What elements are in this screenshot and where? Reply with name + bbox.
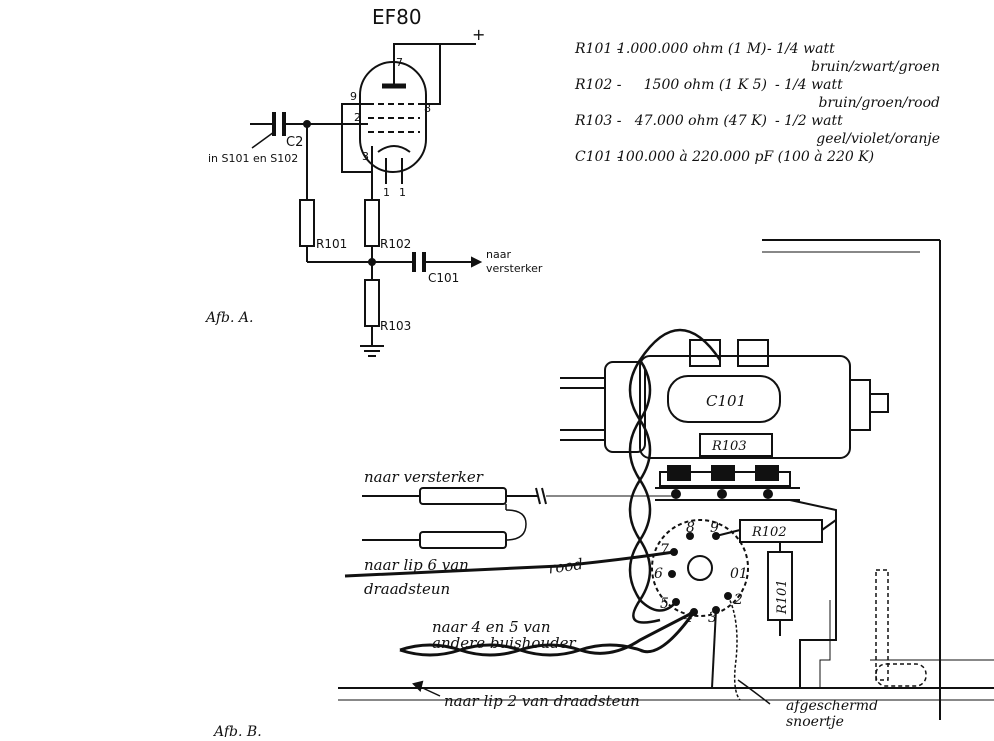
parts-colors-r103: geel/violet/oranje: [575, 130, 940, 148]
parts-colors-r102: bruin/groen/rood: [575, 94, 941, 112]
part-colors: bruin/zwart/groen: [810, 59, 940, 75]
plus-label: +: [472, 25, 485, 44]
pin-8: 8: [424, 102, 431, 115]
afgeschermd-label: afgeschermd: [786, 698, 878, 714]
part-ref: R101 -: [575, 41, 622, 57]
parts-row-c101: C101 - 100.000 à 220.000 pF (100 à 220 K…: [575, 148, 940, 166]
socket-pin-8: 8: [686, 520, 695, 536]
c2-label: C2: [286, 135, 303, 150]
c101-label: C101: [428, 271, 459, 285]
r101-label: R101: [316, 237, 347, 251]
caption-a: Afb. A.: [204, 310, 253, 326]
pin-2: 2: [354, 111, 361, 124]
out-label-1: naar: [486, 248, 511, 261]
naar-lip6-label: naar lip 6 van: [364, 556, 469, 574]
tube-type-label: EF80: [372, 5, 422, 29]
naar-4en5-label: naar 4 en 5 van: [432, 618, 551, 636]
part-value: 1500 ohm (1 K 5): [643, 77, 767, 93]
socket-pin-4: 4: [683, 610, 693, 626]
pin-7: 7: [396, 56, 403, 69]
socket-pin-9: 9: [710, 520, 719, 536]
part-power: - 1/4 watt: [767, 41, 835, 57]
parts-list: R101 - 1.000.000 ohm (1 M) - 1/4 watt br…: [575, 40, 940, 166]
wiring-r103-label: R103: [711, 439, 747, 454]
r103-label: R103: [380, 319, 411, 333]
part-value: 100.000 à 220.000 pF (100 à 220 K): [617, 149, 875, 165]
part-ref: C101 -: [575, 149, 622, 165]
part-ref: R102 -: [575, 77, 622, 93]
wiring-diagram: [338, 239, 994, 720]
pin-1b: 1: [399, 186, 406, 199]
parts-colors-r101: bruin/zwart/groen: [575, 58, 940, 76]
tube-socket: [651, 519, 749, 617]
pin-3: 3: [362, 150, 369, 163]
schematic: [250, 43, 483, 357]
c2-note: in S101 en S102: [208, 152, 298, 165]
part-power: - 1/4 watt: [775, 77, 843, 93]
caption-b: Afb. B.: [212, 724, 262, 737]
part-value: 1.000.000 ohm (1 M): [617, 41, 767, 57]
parts-row-r103: R103 - 47.000 ohm (47 K) - 1/2 watt: [575, 112, 940, 130]
naar-lip2-label: naar lip 2 van draadsteun: [444, 692, 640, 710]
rood-label: rood: [547, 555, 584, 578]
wiring-r101-label: R101: [775, 579, 790, 615]
socket-pin-1: 01: [730, 566, 748, 582]
part-colors: bruin/groen/rood: [818, 95, 941, 111]
r102-label: R102: [380, 237, 411, 251]
naar-versterker-label: naar versterker: [364, 468, 484, 486]
r101-symbol: [299, 199, 315, 247]
socket-pin-2: 2: [733, 592, 743, 608]
socket-pin-7: 7: [660, 542, 669, 558]
part-ref: R103 -: [575, 113, 622, 129]
snoertje-label: snoertje: [786, 714, 844, 730]
wiring-c101-label: C101: [706, 392, 746, 410]
pin-9: 9: [350, 90, 357, 103]
socket-pin-6: 6: [654, 566, 663, 582]
r103-symbol: [364, 279, 380, 327]
parts-row-r102: R102 - 1500 ohm (1 K 5) - 1/4 watt: [575, 76, 940, 94]
socket-pin-5: 5: [660, 596, 669, 612]
part-colors: geel/violet/oranje: [816, 131, 940, 147]
c101-capacitor: [667, 375, 781, 423]
parts-row-r101: R101 - 1.000.000 ohm (1 M) - 1/4 watt: [575, 40, 940, 58]
r103-resistor: [699, 433, 773, 457]
pin-1a: 1: [383, 186, 390, 199]
andere-buishouder-label: andere buishouder: [432, 634, 576, 652]
out-label-2: versterker: [486, 262, 543, 275]
part-value: 47.000 ohm (47 K): [634, 113, 767, 129]
r102-symbol: [364, 199, 380, 247]
part-power: - 1/2 watt: [775, 113, 843, 129]
socket-pin-3: 3: [708, 610, 717, 626]
wiring-r102-label: R102: [751, 525, 787, 540]
draadsteun-label: draadsteun: [364, 580, 450, 598]
